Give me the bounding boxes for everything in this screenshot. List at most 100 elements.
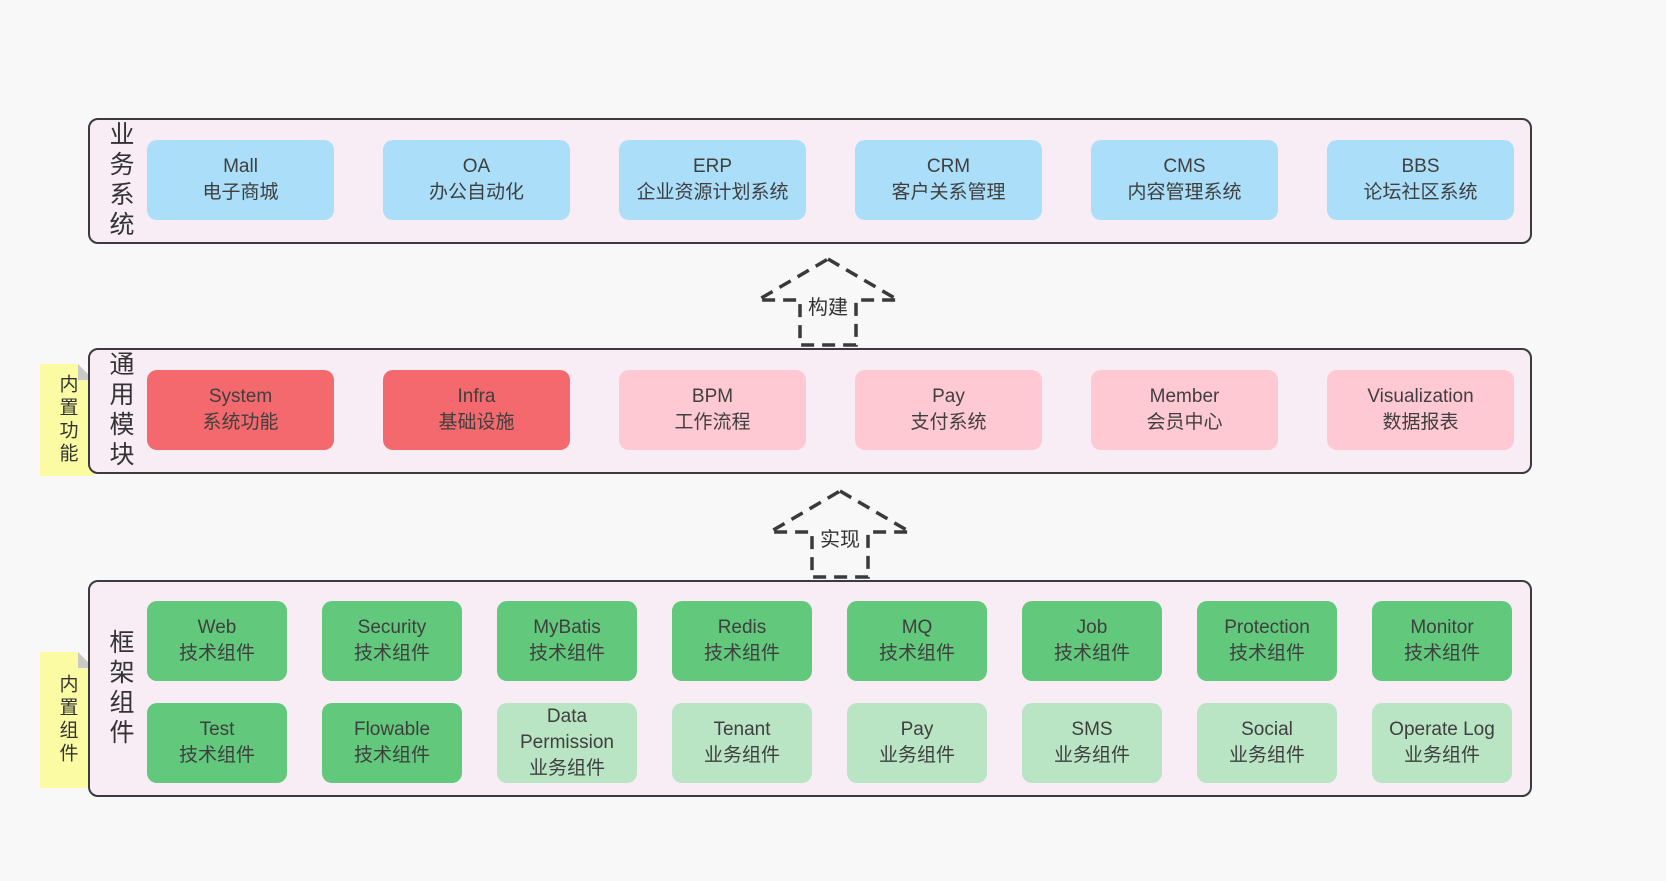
box-title: Member — [1149, 386, 1220, 407]
box-security: Security 技术组件 — [322, 601, 462, 681]
box-subtitle: 技术组件 — [1053, 643, 1130, 664]
sticky-note-label: 内置组件 — [56, 674, 78, 766]
box-subtitle: 技术组件 — [1228, 643, 1305, 664]
box-title: BPM — [691, 386, 734, 407]
box-title: Redis — [717, 617, 767, 638]
box-social: Social 业务组件 — [1197, 703, 1337, 783]
box-subtitle: 业务组件 — [1053, 745, 1130, 766]
box-title: Infra — [457, 386, 496, 407]
box-title: Protection — [1224, 617, 1310, 638]
box-title: Operate Log — [1389, 719, 1495, 740]
box-bbs: BBS 论坛社区系统 — [1327, 140, 1514, 220]
box-subtitle: 论坛社区系统 — [1363, 182, 1478, 203]
box-subtitle: 系统功能 — [202, 412, 279, 433]
layer-title: 框架组件 — [106, 628, 134, 749]
box-tenant: Tenant 业务组件 — [672, 703, 812, 783]
box-mybatis: MyBatis 技术组件 — [497, 601, 637, 681]
box-subtitle: 技术组件 — [1403, 643, 1480, 664]
up-block-arrow-icon — [753, 256, 903, 347]
box-subtitle: 电子商城 — [202, 182, 279, 203]
box-subtitle: 会员中心 — [1146, 412, 1223, 433]
box-redis: Redis 技术组件 — [672, 601, 812, 681]
box-sms: SMS 业务组件 — [1022, 703, 1162, 783]
box-subtitle: 业务组件 — [1228, 745, 1305, 766]
box-member: Member 会员中心 — [1091, 370, 1278, 450]
box-title: MyBatis — [533, 617, 601, 638]
box-title: MQ — [901, 617, 933, 638]
box-subtitle: 技术组件 — [878, 643, 955, 664]
box-subtitle: 技术组件 — [528, 643, 605, 664]
box-row: Mall 电子商城 OA 办公自动化 ERP 企业资源计划系统 CRM 客户关系管理 CMS 内容… — [147, 140, 1514, 220]
sticky-note-built-in-components: 内置组件 — [40, 652, 94, 788]
sticky-note-built-in-features: 内置功能 — [40, 364, 94, 476]
box-web: Web 技术组件 — [147, 601, 287, 681]
box-title: Flowable — [353, 719, 431, 740]
box-crm: CRM 客户关系管理 — [855, 140, 1042, 220]
box-subtitle: 业务组件 — [703, 745, 780, 766]
box-title: SMS — [1071, 719, 1113, 740]
box-erp: ERP 企业资源计划系统 — [619, 140, 806, 220]
box-pay: Pay 业务组件 — [847, 703, 987, 783]
box-subtitle: 办公自动化 — [428, 182, 524, 203]
box-mall: Mall 电子商城 — [147, 140, 334, 220]
box-monitor: Monitor 技术组件 — [1372, 601, 1512, 681]
box-subtitle: 业务组件 — [878, 745, 955, 766]
box-subtitle: 支付系统 — [910, 412, 987, 433]
box-title: Tenant — [713, 719, 771, 740]
box-title: Data Permission — [520, 706, 614, 753]
box-subtitle: 内容管理系统 — [1127, 182, 1242, 203]
box-test: Test 技术组件 — [147, 703, 287, 783]
box-subtitle: 技术组件 — [703, 643, 780, 664]
box-title: Monitor — [1410, 617, 1474, 638]
box-subtitle: 技术组件 — [353, 745, 430, 766]
box-title: Visualization — [1367, 386, 1474, 407]
box-oa: OA 办公自动化 — [383, 140, 570, 220]
arrow-build: 构建 — [753, 256, 903, 348]
box-title: Pay — [900, 719, 934, 740]
sticky-note-label: 内置功能 — [56, 374, 78, 466]
box-title: Test — [199, 719, 235, 740]
box-title: ERP — [692, 156, 733, 177]
box-title: Pay — [932, 386, 965, 407]
box-title: OA — [462, 156, 491, 177]
box-title: Mall — [223, 156, 258, 177]
box-subtitle: 客户关系管理 — [891, 182, 1006, 203]
box-title: CRM — [926, 156, 971, 177]
box-subtitle: 数据报表 — [1382, 412, 1459, 433]
box-subtitle: 业务组件 — [528, 758, 605, 779]
arrow-label: 实现 — [815, 522, 865, 553]
arrow-label: 构建 — [803, 290, 853, 321]
box-infra: Infra 基础设施 — [383, 370, 570, 450]
arrow-implement: 实现 — [765, 488, 915, 580]
box-subtitle: 技术组件 — [353, 643, 430, 664]
box-data-permission: Data Permission 业务组件 — [497, 703, 637, 783]
box-mq: MQ 技术组件 — [847, 601, 987, 681]
box-subtitle: 技术组件 — [178, 643, 255, 664]
box-bpm: BPM 工作流程 — [619, 370, 806, 450]
box-job: Job 技术组件 — [1022, 601, 1162, 681]
box-subtitle: 工作流程 — [674, 412, 751, 433]
box-cms: CMS 内容管理系统 — [1091, 140, 1278, 220]
box-title: Security — [357, 617, 427, 638]
box-subtitle: 技术组件 — [178, 745, 255, 766]
box-protection: Protection 技术组件 — [1197, 601, 1337, 681]
layer-title: 业务系统 — [106, 121, 134, 241]
box-visualization: Visualization 数据报表 — [1327, 370, 1514, 450]
box-subtitle: 企业资源计划系统 — [636, 182, 789, 203]
box-pay: Pay 支付系统 — [855, 370, 1042, 450]
box-title: Social — [1241, 719, 1293, 740]
box-title: BBS — [1401, 156, 1440, 177]
layer-title: 通用模块 — [106, 351, 134, 471]
box-flowable: Flowable 技术组件 — [322, 703, 462, 783]
box-title: Web — [197, 617, 237, 638]
box-title: Job — [1076, 617, 1108, 638]
box-subtitle: 基础设施 — [438, 412, 515, 433]
box-title: CMS — [1163, 156, 1206, 177]
